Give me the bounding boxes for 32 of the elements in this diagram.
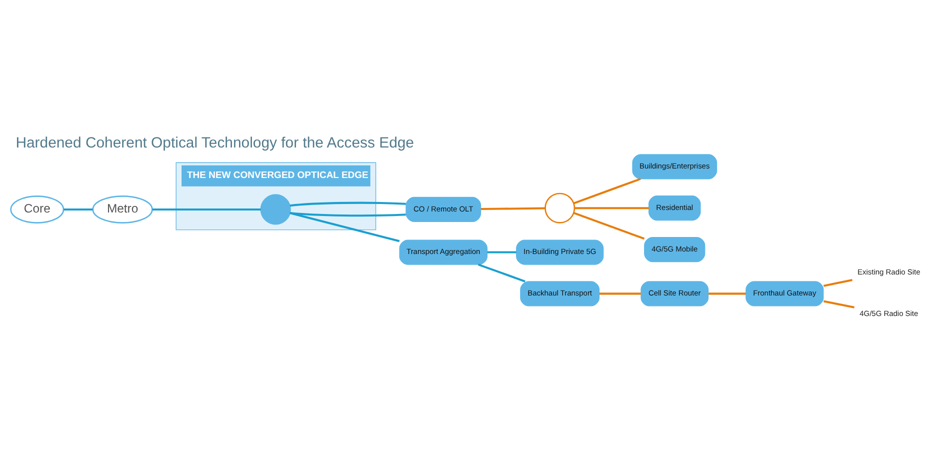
connector [290,212,406,216]
connector [823,300,854,308]
connector [599,292,641,294]
node-box: Residential [648,195,701,220]
node-box: In-Building Private 5G [516,239,604,264]
connector [480,206,546,210]
node-box: Backhaul Transport [520,280,600,306]
cluster: THE NEW CONVERGED OPTICAL EDGE [176,162,376,230]
connector [290,211,400,242]
connector [708,292,746,294]
connector [478,263,526,282]
connector [487,250,516,253]
connector [573,177,641,204]
diagram-title: Hardened Coherent Optical Technology for the Access Edge [16,134,414,151]
node-circle [260,194,291,224]
node-ellipse: Core [10,194,64,223]
connector [573,211,645,240]
node-box: Transport Aggregation [399,239,488,264]
connector [64,208,93,210]
node-box: Cell Site Router [640,280,709,306]
connector [290,201,406,206]
connector [823,278,852,286]
node-box: Fronthaul Gateway [746,280,824,306]
node-circle [544,192,576,223]
node-text: Existing Radio Site [858,267,920,276]
connector [152,208,261,210]
node-ellipse: Metro [92,194,153,223]
node-box: Buildings/Enterprises [632,154,718,179]
node-text: 4G/5G Radio Site [860,308,918,318]
node-box: 4G/5G Mobile [644,236,706,262]
connector [574,206,649,209]
node-box: CO / Remote OLT [406,196,482,222]
